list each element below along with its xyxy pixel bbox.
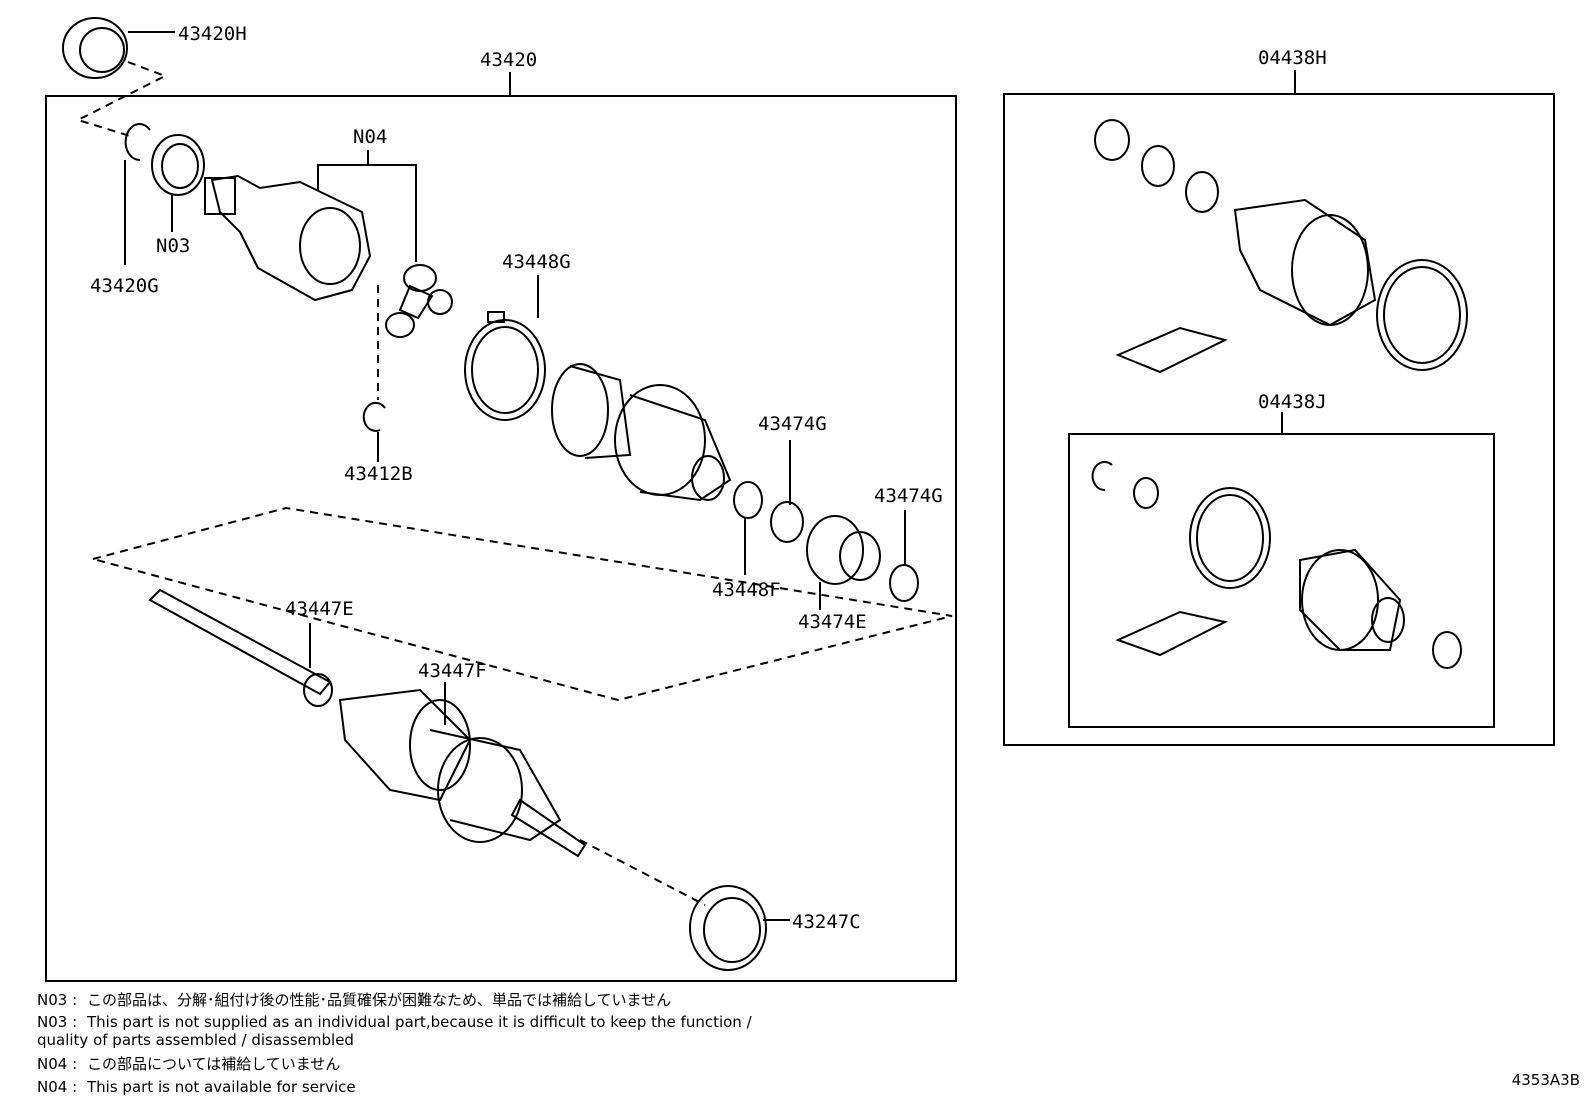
label-43420G: 43420G bbox=[90, 275, 159, 297]
label-43247C: 43247C bbox=[792, 911, 861, 933]
note-text: This part is not supplied as an individu… bbox=[87, 1013, 752, 1031]
snap-ring-43420G bbox=[124, 123, 151, 162]
kit-04438H-parts bbox=[1094, 119, 1468, 374]
seal-43247C bbox=[689, 885, 767, 971]
damper-43474E bbox=[806, 515, 881, 585]
snap-ring-43412B bbox=[362, 401, 386, 432]
note-key: N03 : bbox=[37, 991, 78, 1009]
note-N04-ja: N04 : この部品については補給していません bbox=[37, 1055, 340, 1073]
frame-43420 bbox=[45, 95, 957, 982]
housing-N04 bbox=[204, 174, 372, 302]
frame-04438H bbox=[1003, 93, 1555, 746]
note-text: この部品は、分解･組付け後の性能･品質確保が困難なため、単品では補給していません bbox=[87, 991, 672, 1009]
note-N03-ja: N03 : この部品は、分解･組付け後の性能･品質確保が困難なため、単品では補給し… bbox=[37, 991, 671, 1009]
label-43420H: 43420H bbox=[178, 23, 247, 45]
inner-boot bbox=[551, 363, 732, 502]
clamp-43474G-a bbox=[770, 501, 804, 543]
shaft-assembly bbox=[148, 588, 587, 858]
seal-N03 bbox=[151, 134, 205, 196]
label-43474G-b: 43474G bbox=[874, 485, 943, 507]
dashed-shaft-group bbox=[92, 506, 953, 702]
note-key: N04 : bbox=[37, 1078, 78, 1096]
diagram-code: 4353A3B bbox=[1511, 1071, 1580, 1089]
dashed-axis-43247C bbox=[579, 839, 706, 906]
label-N04: N04 bbox=[353, 126, 387, 148]
band-43448G bbox=[464, 311, 546, 421]
frame-04438J bbox=[1068, 433, 1495, 728]
label-N03: N03 bbox=[156, 235, 190, 257]
note-N04-en: N04 : This part is not available for serv… bbox=[37, 1078, 356, 1096]
note-text: この部品については補給していません bbox=[87, 1055, 341, 1073]
label-04438H: 04438H bbox=[1258, 47, 1327, 69]
label-43412B: 43412B bbox=[344, 463, 413, 485]
note-key: N04 : bbox=[37, 1055, 78, 1073]
note-N03-en: N03 : This part is not supplied as an ind… bbox=[37, 1013, 752, 1031]
dashed-43420H bbox=[75, 61, 168, 137]
note-key: N03 : bbox=[37, 1013, 78, 1031]
clamp-43474G-b bbox=[889, 564, 919, 602]
label-43447E: 43447E bbox=[285, 598, 354, 620]
note-N03-en-cont: quality of parts assembled / disassemble… bbox=[37, 1031, 354, 1049]
clamp-43448F bbox=[733, 481, 763, 519]
label-43448F: 43448F bbox=[712, 579, 781, 601]
label-43474E: 43474E bbox=[798, 611, 867, 633]
label-43420: 43420 bbox=[480, 49, 537, 71]
note-text: quality of parts assembled / disassemble… bbox=[37, 1031, 354, 1049]
tripod-N04 bbox=[385, 264, 453, 338]
leader-N04 bbox=[317, 164, 417, 262]
label-43448G: 43448G bbox=[502, 251, 571, 273]
label-43447F: 43447F bbox=[418, 660, 487, 682]
label-43474G-a: 43474G bbox=[758, 413, 827, 435]
ring-43420H bbox=[62, 17, 128, 79]
note-text: This part is not available for service bbox=[87, 1078, 356, 1096]
label-04438J: 04438J bbox=[1258, 391, 1327, 413]
kit-04438J-parts bbox=[1091, 461, 1462, 669]
